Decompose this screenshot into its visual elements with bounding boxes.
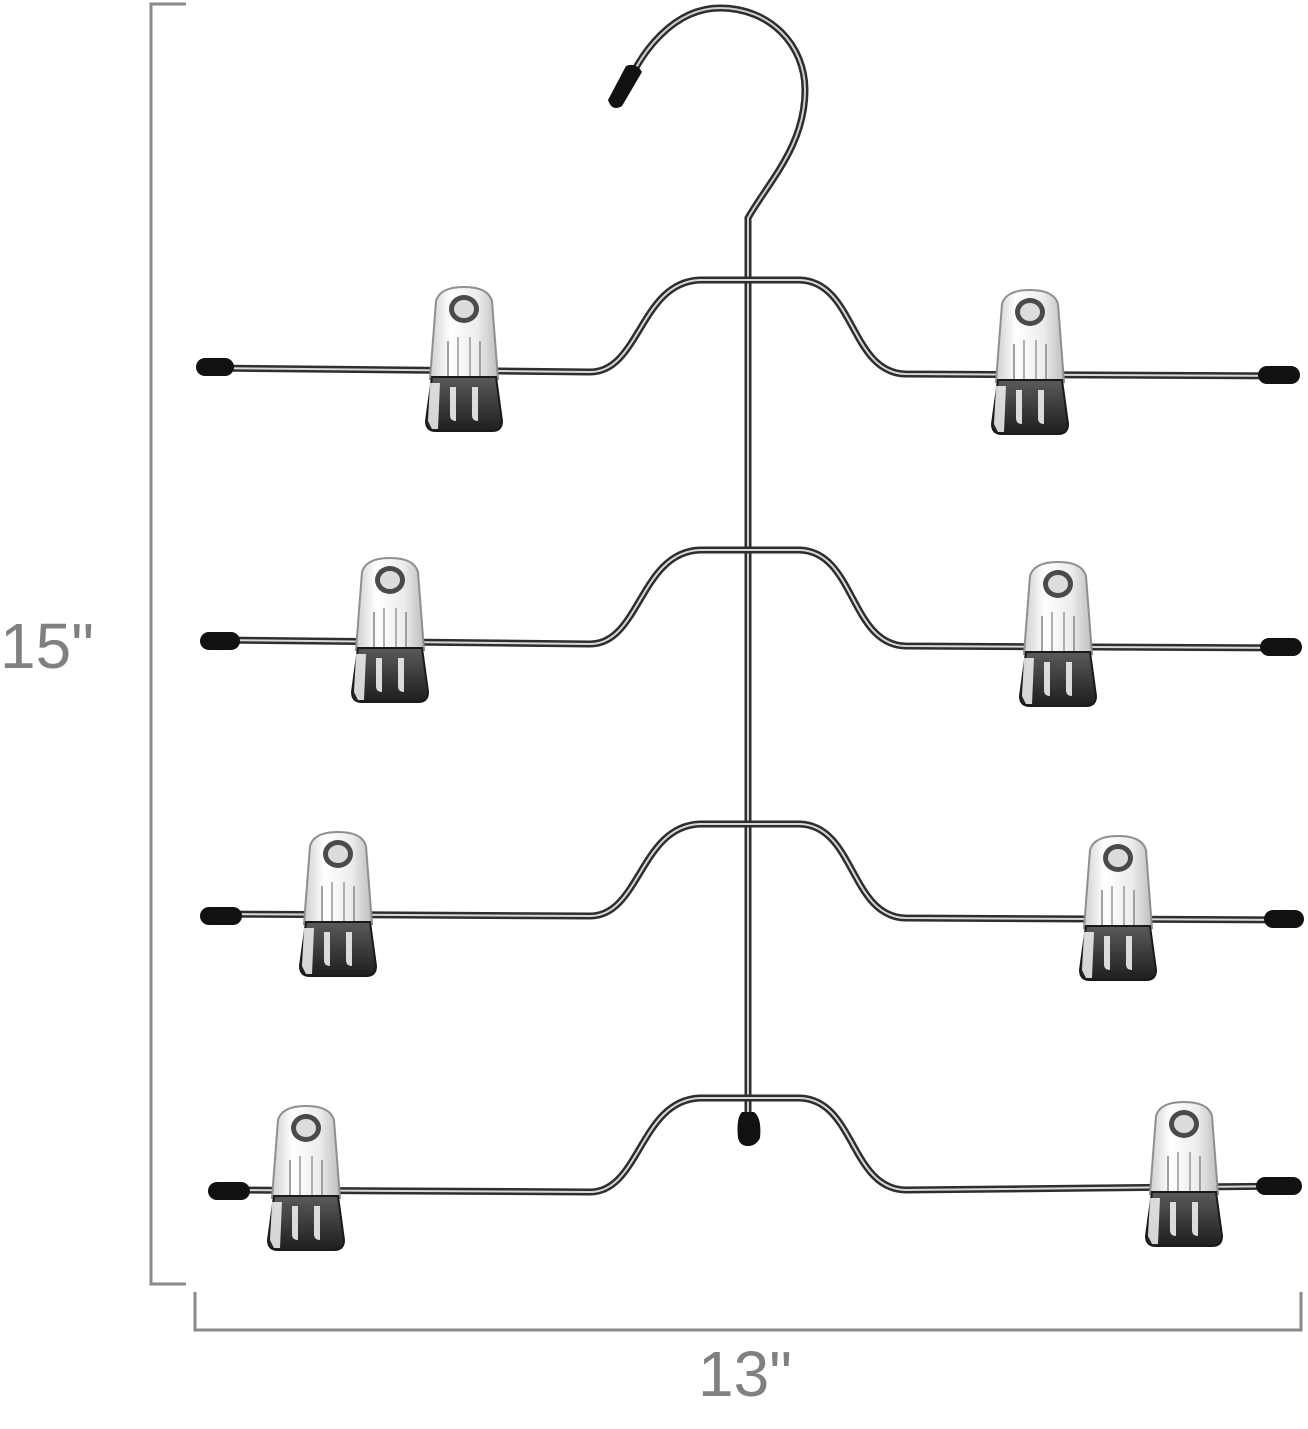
tier-1-left-clip — [425, 286, 503, 432]
height-dimension-bracket — [149, 2, 186, 1286]
tier-2-left-tip — [200, 632, 240, 650]
tier-1-rail — [206, 276, 1290, 380]
tier-2-right-tip — [1260, 638, 1302, 656]
tier-3-right-clip — [1079, 835, 1157, 981]
hook-rubber-tip — [608, 64, 642, 108]
hanger-hook — [608, 4, 809, 1146]
tier-1-right-clip — [991, 289, 1069, 435]
tier-rails — [206, 276, 1294, 1196]
tier-1-right-tip — [1258, 366, 1300, 384]
tier-3-right-tip — [1264, 910, 1304, 928]
tier-4-left-tip — [208, 1182, 250, 1200]
width-dimension-bracket — [193, 1292, 1303, 1332]
tier-3-left-tip — [200, 907, 242, 925]
tier-4-left-clip — [267, 1105, 345, 1251]
width-dimension-label: 13" — [698, 1338, 792, 1410]
tier-2-rail — [210, 546, 1292, 652]
tier-2-left-clip — [351, 557, 429, 703]
tier-3-left-clip — [299, 831, 377, 977]
tier-2-right-clip — [1019, 561, 1097, 707]
tier-3-rail — [210, 820, 1294, 924]
tier-4-right-clip — [1145, 1101, 1223, 1247]
height-dimension-label: 15" — [0, 610, 94, 682]
tier-4-rail — [218, 1094, 1294, 1196]
tier-1-left-tip — [196, 358, 234, 376]
rod-end-cap — [737, 1112, 761, 1146]
tier-4-right-tip — [1256, 1177, 1302, 1195]
rail-end-tips — [196, 358, 1304, 1200]
